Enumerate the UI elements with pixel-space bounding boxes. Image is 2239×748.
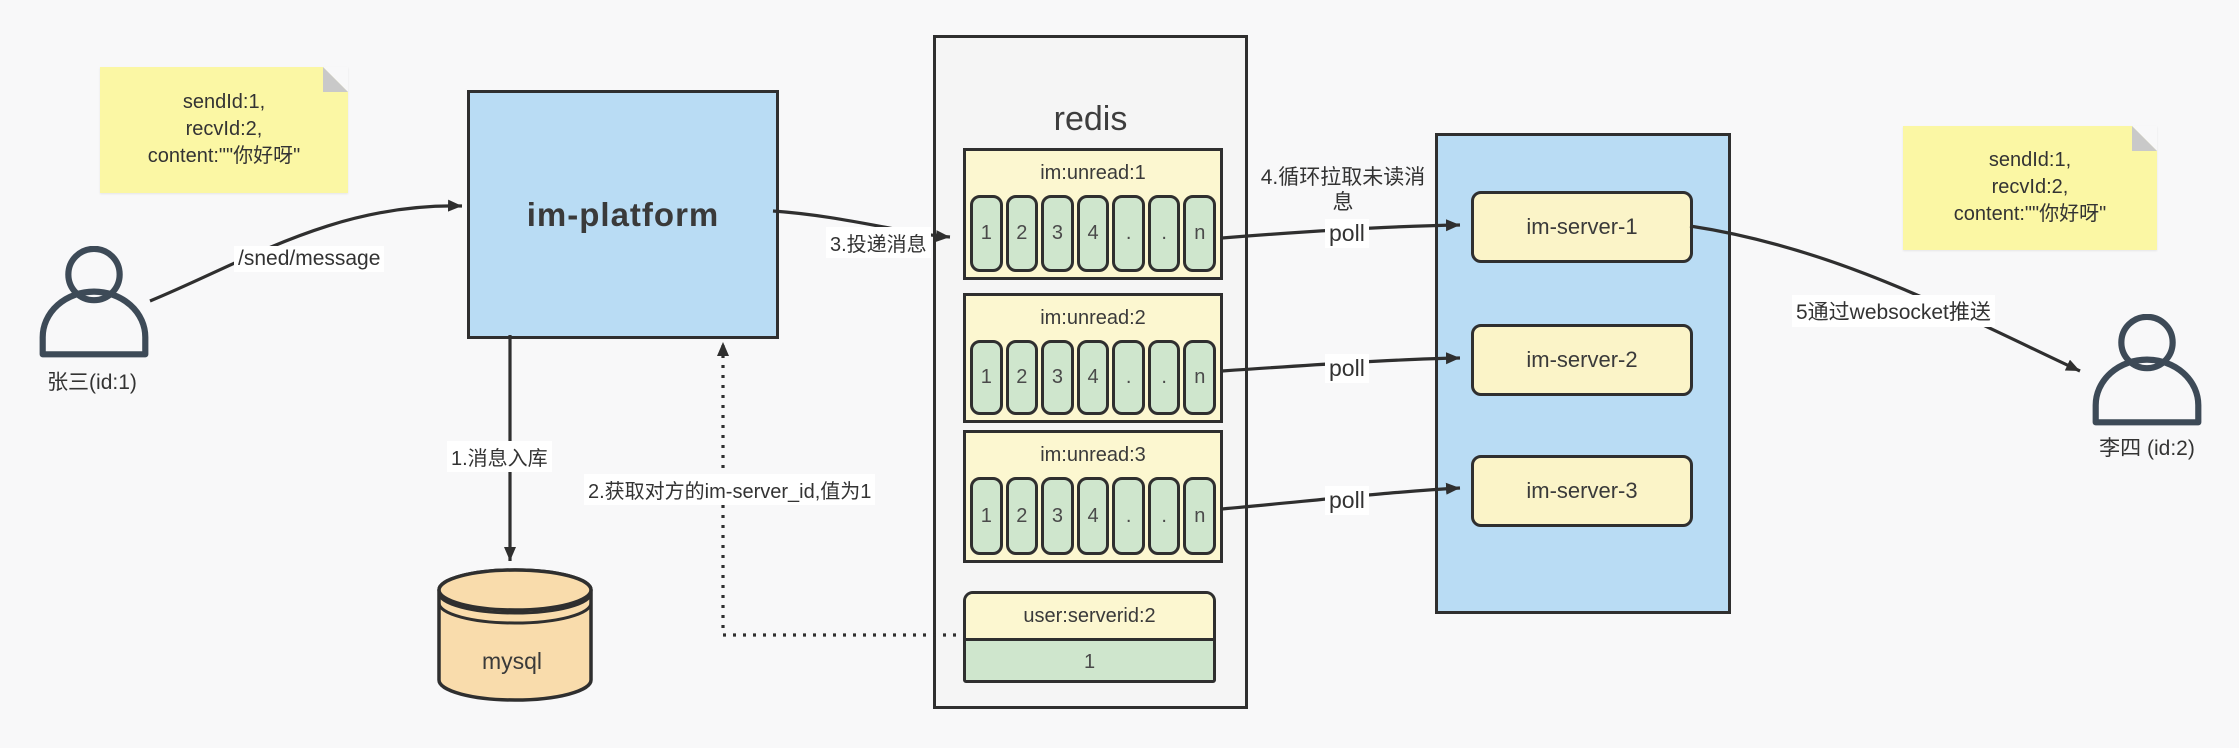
edge-label-poll-1: poll: [1325, 219, 1369, 248]
im-server-cluster: im-server-1 im-server-2 im-server-3: [1435, 133, 1731, 614]
redis-user-serverid-map: user:serverid:2 1: [963, 591, 1216, 683]
redis-cell: n: [1183, 195, 1217, 272]
redis-cell: .: [1147, 340, 1181, 415]
user-sender-label: 张三(id:1): [47, 371, 137, 394]
edge-label-step2: 2.获取对方的im-server_id,值为1: [584, 474, 876, 505]
edge-label-step3: 3.投递消息: [826, 227, 931, 258]
im-server-3-node: im-server-3: [1471, 455, 1693, 527]
mysql-database-icon: [437, 568, 593, 702]
redis-list-cells: 1 2 3 4 . . n: [970, 477, 1217, 555]
redis-cell: .: [1112, 477, 1145, 555]
edge-label-step4: 4.循环拉取未读消息: [1260, 166, 1426, 214]
redis-cell: n: [1183, 477, 1217, 555]
user-sender-icon: [39, 246, 149, 358]
redis-cell: 3: [1041, 340, 1074, 415]
edge-label-step1: 1.消息入库: [447, 441, 552, 472]
redis-map-value: 1: [1083, 651, 1096, 673]
redis-cell: n: [1183, 340, 1217, 415]
user-receiver-icon: [2092, 314, 2202, 426]
note-message-payload-right: sendId:1, recvId:2, content:""你好呀": [1903, 126, 2157, 250]
edge-label-poll-2: poll: [1325, 354, 1369, 383]
redis-title: redis: [1053, 100, 1128, 138]
im-platform-title: im-platform: [526, 195, 720, 233]
redis-cell: 1: [970, 477, 1003, 555]
redis-cell: 1: [970, 195, 1003, 272]
redis-list-key: im:unread:1: [1040, 162, 1146, 184]
redis-cell: .: [1112, 195, 1145, 272]
arrow-deliver-message: [772, 209, 951, 243]
redis-list-cells: 1 2 3 4 . . n: [970, 340, 1217, 415]
redis-cell: 3: [1041, 477, 1074, 555]
redis-list-im-unread-1: im:unread:1 1 2 3 4 . . n: [963, 148, 1223, 280]
arrow-websocket-push: [1689, 224, 2081, 373]
redis-cell: 2: [1005, 477, 1039, 555]
redis-list-key: im:unread:3: [1040, 444, 1146, 466]
redis-map-key: user:serverid:2: [966, 594, 1213, 641]
redis-container: redis im:unread:1 1 2 3 4 . . n im:unrea…: [933, 35, 1248, 709]
note-message-payload-left: sendId:1, recvId:2, content:""你好呀": [100, 67, 348, 193]
note-text: sendId:1, recvId:2, content:""你好呀": [147, 91, 301, 167]
note-fold-icon: [323, 67, 348, 92]
note-fold-icon: [2132, 126, 2157, 151]
redis-cell: 4: [1076, 340, 1110, 415]
redis-cell: 1: [970, 340, 1003, 415]
redis-cell: 2: [1005, 340, 1039, 415]
redis-cell: 2: [1005, 195, 1039, 272]
edge-label-poll-3: poll: [1325, 486, 1369, 515]
redis-cell: 4: [1076, 477, 1110, 555]
user-receiver-label: 李四 (id:2): [2099, 437, 2195, 460]
redis-cell: .: [1147, 195, 1181, 272]
arrow-get-serverid-dotted: [717, 342, 956, 637]
im-server-1-node: im-server-1: [1471, 191, 1693, 263]
note-text: sendId:1, recvId:2, content:""你好呀": [1953, 149, 2107, 225]
redis-cell: 3: [1041, 195, 1074, 272]
redis-cell: .: [1147, 477, 1181, 555]
redis-list-cells: 1 2 3 4 . . n: [970, 195, 1217, 272]
redis-list-key: im:unread:2: [1040, 307, 1146, 329]
redis-list-im-unread-3: im:unread:3 1 2 3 4 . . n: [963, 430, 1223, 563]
im-platform-node: im-platform: [467, 90, 779, 339]
edge-label-send-api: /sned/message: [234, 246, 385, 272]
mysql-title: mysql: [481, 648, 543, 674]
redis-cell: 4: [1076, 195, 1110, 272]
im-server-2-node: im-server-2: [1471, 324, 1693, 396]
arrow-send-message: [149, 199, 463, 303]
redis-cell: .: [1112, 340, 1145, 415]
edge-label-step5: 5通过websocket推送: [1792, 295, 1995, 327]
redis-list-im-unread-2: im:unread:2 1 2 3 4 . . n: [963, 293, 1223, 423]
